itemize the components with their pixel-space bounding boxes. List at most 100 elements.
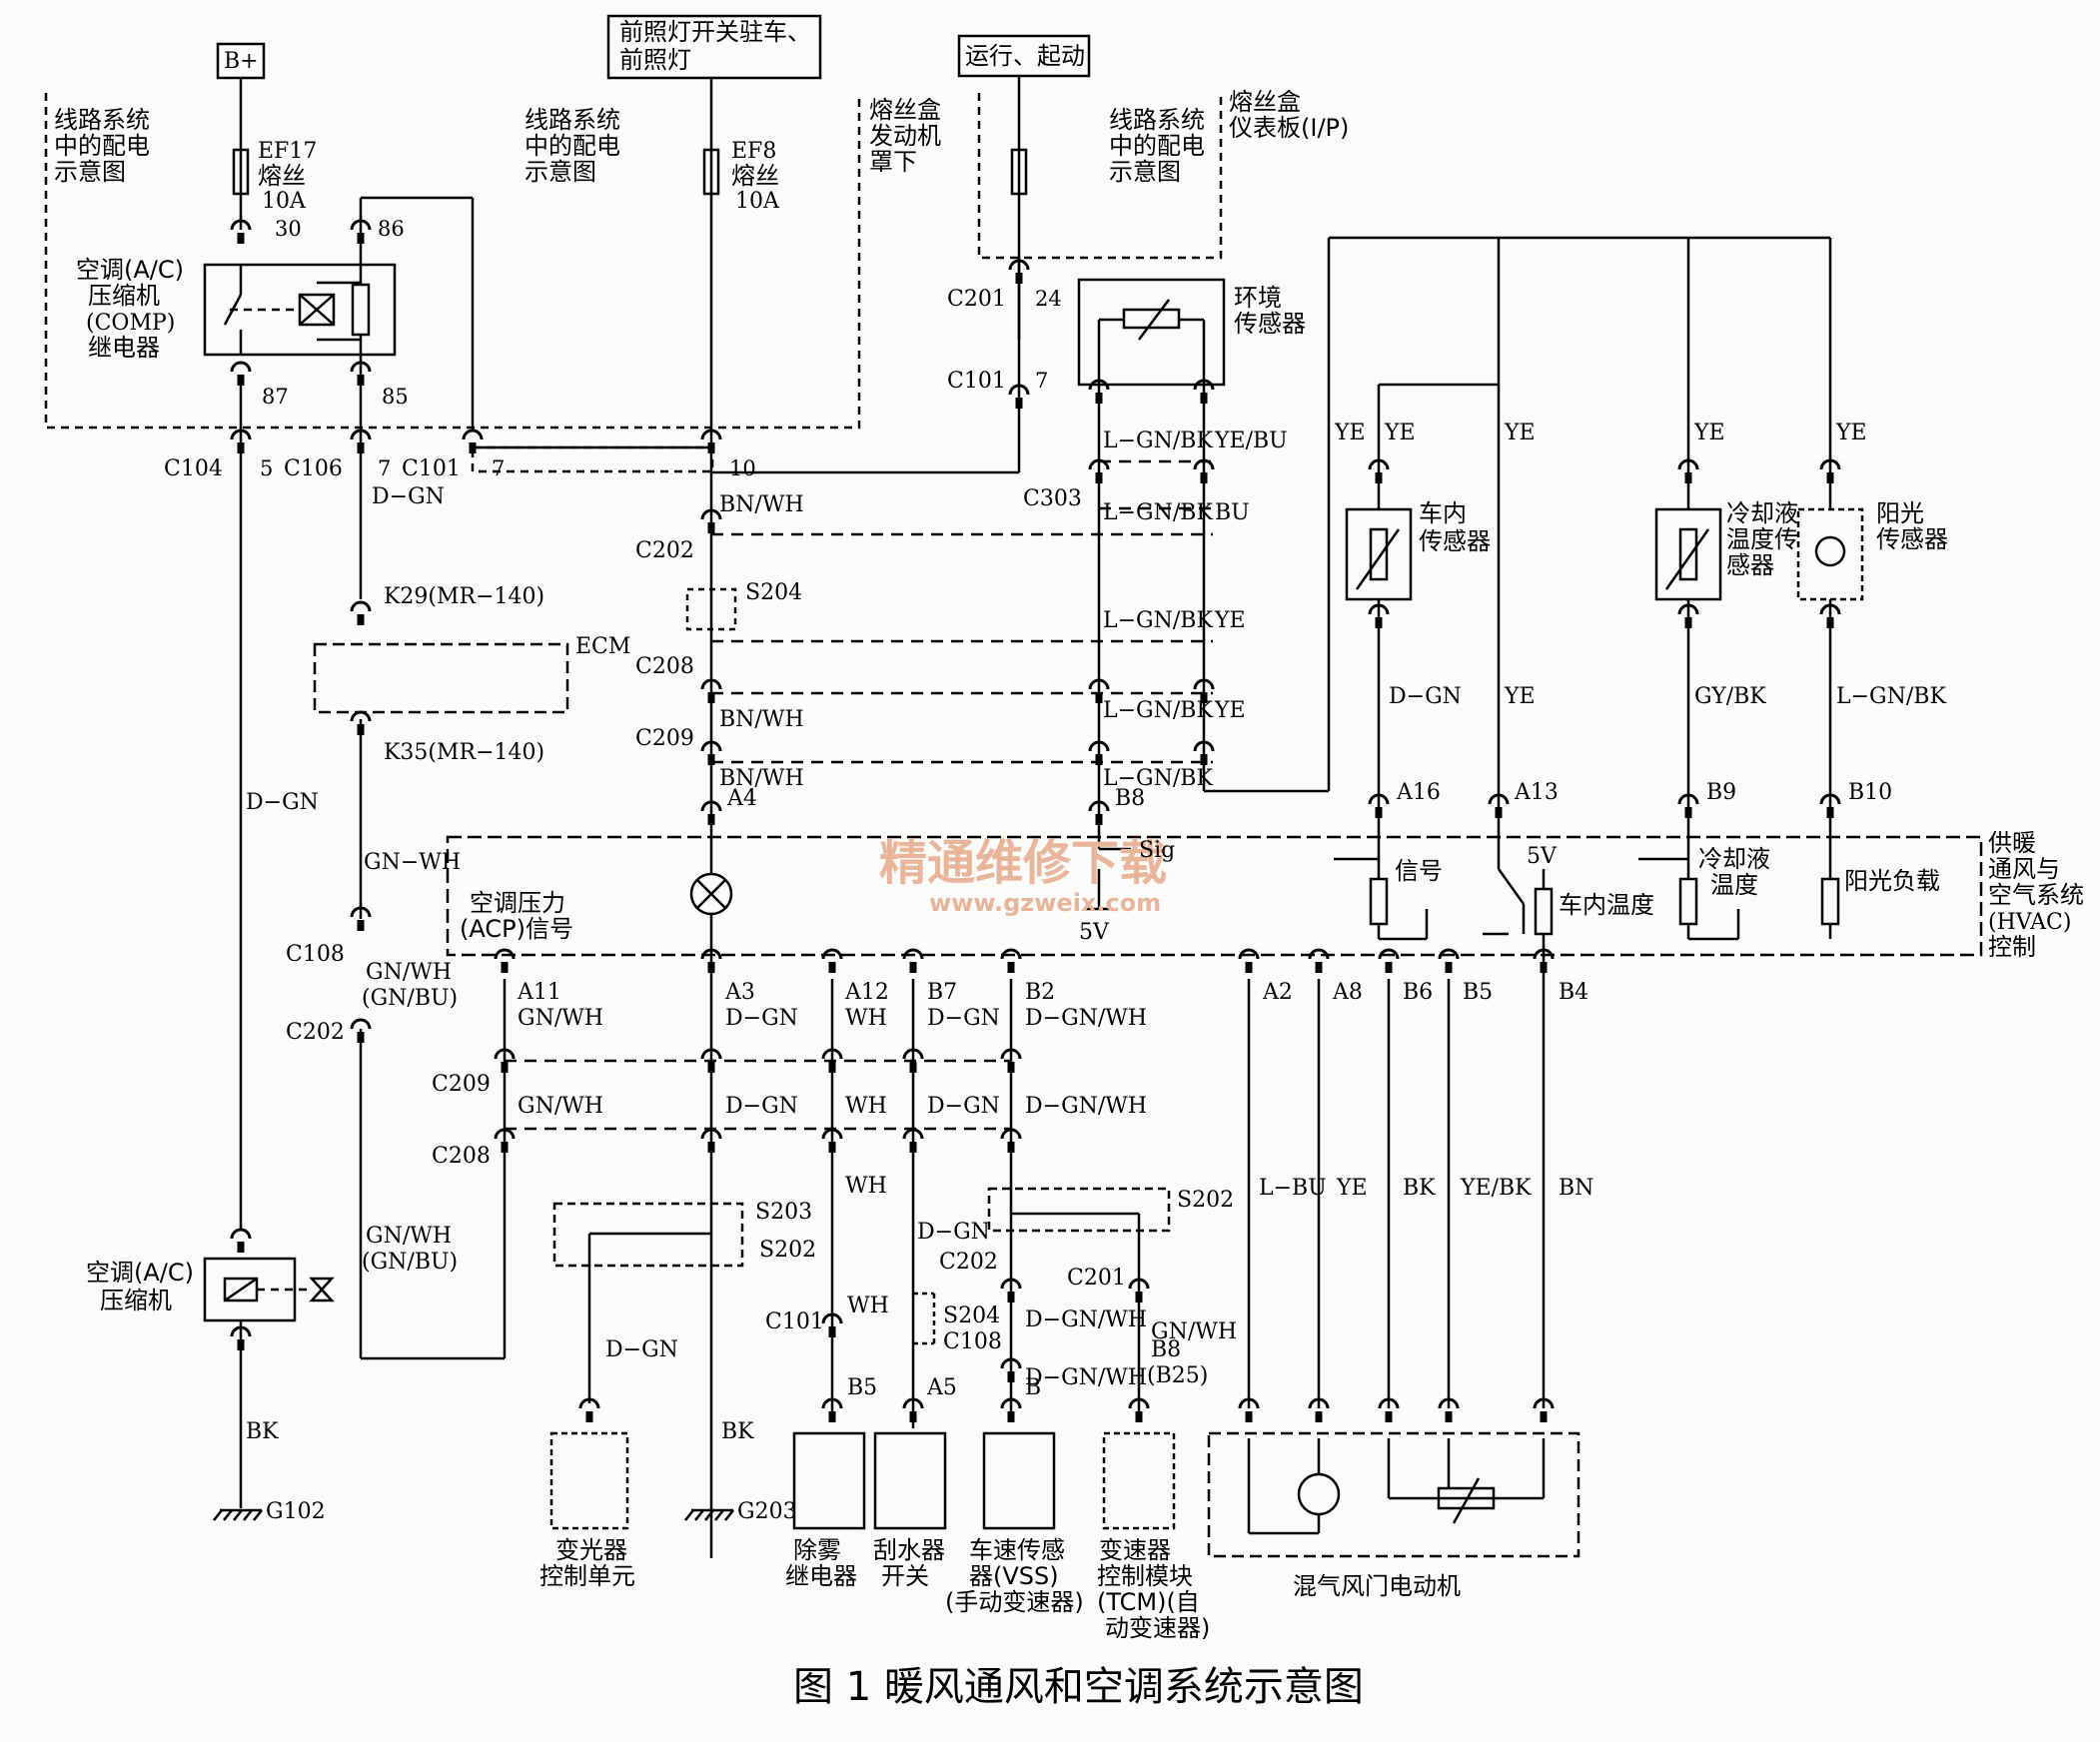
wire-bnwh-3: BN/WH [719, 766, 804, 791]
wire-bnwh-2: BN/WH [719, 707, 804, 732]
dist-ref-b-3: 示意图 [525, 158, 596, 186]
ip-dist-1: 线路系统 [1109, 106, 1205, 134]
wire-gnbu-2: (GN/BU) [362, 1250, 458, 1275]
wire-gnwh-3: GN/WH [366, 1224, 452, 1249]
dist-ref-b-2: 中的配电 [525, 132, 620, 160]
pin-a13: A13 [1514, 780, 1559, 805]
wire-dgn-4: D−GN [725, 1006, 798, 1031]
defog-label: 除雾 [793, 1536, 841, 1564]
ef8-rating: 10A [735, 189, 780, 214]
vss-label-3: (手动变速器) [945, 1588, 1084, 1616]
wire-dgnwh-3: D−GN/WH [1025, 1307, 1147, 1332]
ambient-sensor-label: 环境 [1234, 284, 1282, 312]
c104-label: C104 [164, 456, 223, 481]
wire-bk-1: BK [1403, 1176, 1436, 1201]
s204-lower-label: S204 [943, 1304, 1000, 1328]
pin-a11: A11 [517, 980, 561, 1005]
c201-pin: 24 [1035, 287, 1062, 311]
b-label: B [1025, 1375, 1041, 1400]
s202-label: S202 [759, 1238, 816, 1263]
hvac-label-5: 控制 [1988, 933, 2036, 961]
k35-label: K35(MR−140) [384, 740, 544, 765]
c209-label: C209 [635, 726, 694, 751]
pin-b6: B6 [1403, 980, 1433, 1005]
pin-a16: A16 [1396, 780, 1441, 805]
c209-lower-label: C209 [432, 1072, 491, 1097]
hvac-label-4: (HVAC) [1988, 910, 2071, 935]
wire-ye-1: YE [1214, 608, 1246, 633]
pin-30: 30 [275, 217, 302, 241]
pin-a12: A12 [844, 980, 889, 1005]
incar-temp-label: 车内温度 [1559, 891, 1654, 919]
pin-86: 86 [378, 217, 405, 241]
c108-label: C108 [286, 942, 345, 967]
wire-wh-3: WH [845, 1174, 887, 1199]
compressor-label-2: 压缩机 [100, 1287, 172, 1314]
wire-gnwh: GN−WH [364, 850, 461, 875]
v5-label: 5V [1079, 920, 1110, 945]
s202-right-label: S202 [1177, 1188, 1234, 1213]
dimmer-label: 变光器 [555, 1536, 627, 1564]
wire-ye-4: YE [1384, 421, 1416, 445]
tcm-label-4: 动变速器) [1105, 1614, 1210, 1642]
sun-sensor-label: 阳光 [1876, 499, 1924, 527]
ecm-label: ECM [575, 634, 630, 659]
wire-ye-5: YE [1504, 421, 1536, 445]
ef8-fuse: 熔丝 [731, 162, 779, 190]
ef17-fuse: 熔丝 [258, 162, 306, 190]
hvac-label-1: 供暖 [1988, 829, 2036, 857]
ip-dist-3: 示意图 [1109, 158, 1181, 186]
wire-gnwh-6: GN/WH [1151, 1319, 1237, 1344]
vss-label-2: 器(VSS) [969, 1562, 1059, 1590]
dist-ref-3: 示意图 [54, 158, 126, 186]
g102-label: G102 [266, 1499, 326, 1524]
wire-dgn-8: D−GN [605, 1337, 678, 1362]
k29-label: K29(MR−140) [384, 584, 544, 609]
c303-label: C303 [1023, 486, 1082, 511]
wire-gybk: GY/BK [1694, 684, 1766, 709]
pin-a8: A8 [1332, 980, 1363, 1005]
wire-bn: BN [1559, 1176, 1593, 1201]
pin-b4: B4 [1559, 980, 1588, 1005]
ip-dist-2: 中的配电 [1109, 132, 1205, 160]
c101b-pin-2: 10 [729, 456, 756, 480]
c208-lower-label: C208 [432, 1144, 491, 1169]
sunload-label: 阳光负载 [1844, 867, 1940, 895]
wire-lgnbk-1: L−GN/BK [1103, 429, 1213, 453]
run-start-label: 运行、起动 [965, 42, 1085, 70]
wire-dgn-5: D−GN [927, 1006, 1000, 1031]
wire-gnwh-2: GN/WH [366, 960, 452, 985]
wire-gnbu: (GN/BU) [362, 986, 458, 1011]
wire-lgnbk-2: L−GN/BK [1103, 500, 1213, 525]
c106-pin: 7 [378, 456, 391, 480]
wire-dgnwh-1: D−GN/WH [1025, 1006, 1147, 1031]
b5-label: B5 [847, 1375, 877, 1400]
s204-top-label: S204 [745, 580, 802, 605]
wire-dgn-3: D−GN [1389, 684, 1462, 709]
pin-b9: B9 [1706, 780, 1736, 805]
wire-dgn-9: D−GN [917, 1220, 990, 1245]
compressor-label: 空调(A/C) [86, 1259, 194, 1287]
coolant-sensor-label-2: 温度传 [1726, 525, 1798, 553]
incar-sensor-label: 车内 [1419, 499, 1467, 527]
c101b-label: C101 [402, 456, 461, 481]
c104-pin: 5 [260, 456, 273, 480]
g203-label: G203 [737, 1499, 797, 1524]
bplus-label: B+ [224, 49, 259, 74]
c202-lower-label: C202 [286, 1020, 345, 1045]
coolant-sensor-label-3: 感器 [1726, 551, 1774, 579]
wire-gnwh-5: GN/WH [518, 1094, 603, 1119]
incar-sensor-label-2: 传感器 [1419, 527, 1491, 555]
pin-85: 85 [382, 385, 409, 409]
c202-label: C202 [635, 538, 694, 563]
sun-sensor-label-2: 传感器 [1876, 525, 1948, 553]
hvac-coolant-label: 冷却液 [1698, 845, 1770, 873]
c206-label: C201 [1067, 1266, 1126, 1291]
wire-wh-1: WH [845, 1006, 887, 1031]
coolant-sensor-label: 冷却液 [1726, 499, 1798, 527]
pin-87: 87 [262, 385, 289, 409]
wire-dgnwh-4: D−GN/WH [1025, 1365, 1147, 1390]
hvac-label-2: 通风与 [1988, 855, 2060, 883]
wire-gnwh-4: GN/WH [518, 1006, 603, 1031]
